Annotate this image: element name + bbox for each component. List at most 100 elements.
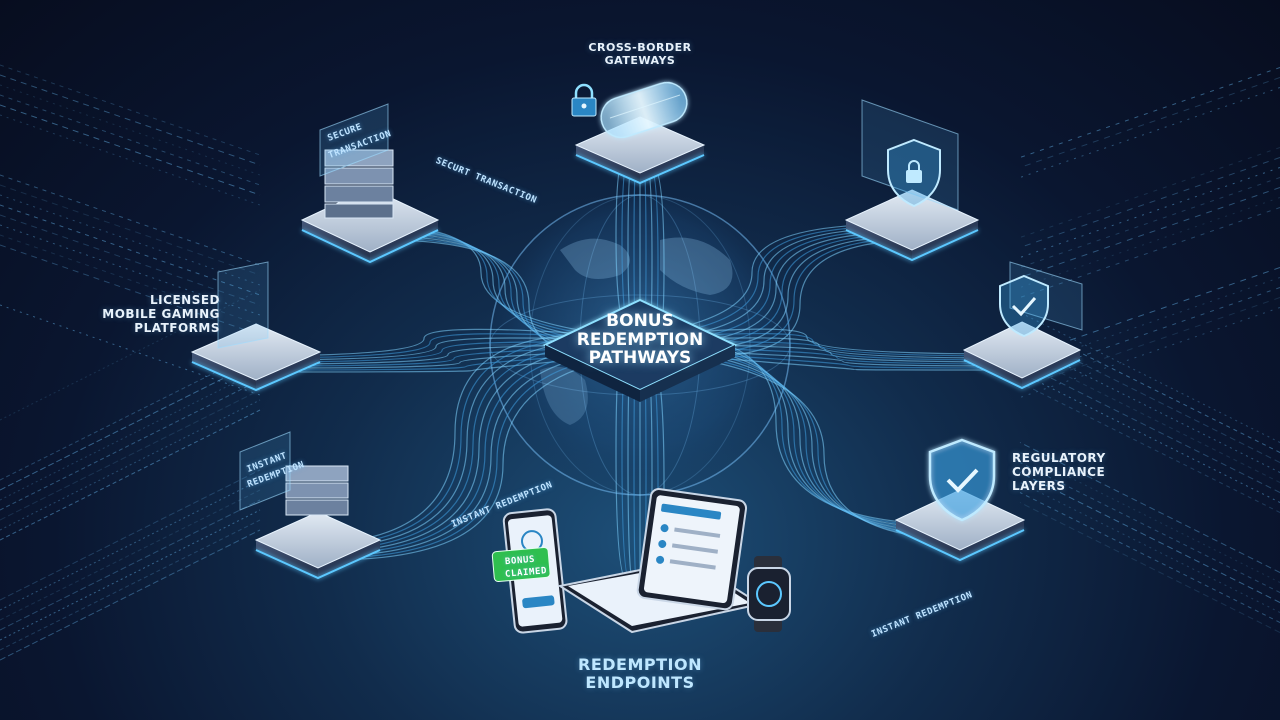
data-streak xyxy=(0,389,261,521)
center-hub-label: BONUS REDEMPTION PATHWAYS xyxy=(555,312,725,368)
data-streak xyxy=(0,359,261,491)
lock-icon xyxy=(571,83,597,117)
data-streak xyxy=(0,369,261,501)
data-streak xyxy=(1019,157,1280,248)
data-streak xyxy=(0,409,261,541)
data-streak xyxy=(0,94,261,186)
cross-border-gateways-label: CROSS-BORDER GATEWAYS xyxy=(555,41,725,67)
data-streak xyxy=(1019,177,1280,268)
licensed-line-2: MOBILE GAMING xyxy=(102,306,220,321)
data-streak xyxy=(0,479,261,611)
data-streak xyxy=(1019,312,1280,443)
smartwatch-icon xyxy=(747,556,791,632)
data-streak xyxy=(1019,372,1280,503)
bonus-claimed-badge xyxy=(491,546,551,583)
glass-panel xyxy=(217,99,1083,511)
data-streak xyxy=(1019,472,1280,603)
connection-line xyxy=(252,341,638,363)
licensed-line-1: LICENSED xyxy=(150,293,220,307)
data-streak xyxy=(1019,297,1280,388)
data-streak xyxy=(1019,197,1280,288)
data-streak xyxy=(0,489,261,621)
data-streak xyxy=(1019,482,1280,613)
data-streak xyxy=(1019,462,1280,593)
data-streak xyxy=(1019,452,1280,583)
connection-line xyxy=(249,337,635,361)
data-streak xyxy=(1019,87,1280,178)
licensed-line-3: PLATFORMS xyxy=(134,320,220,335)
connection-line xyxy=(633,337,1017,359)
connection-line xyxy=(639,344,1023,363)
redemption-endpoints-label: REDEMPTION ENDPOINTS xyxy=(540,655,740,693)
platforms xyxy=(190,116,1082,580)
connection-line xyxy=(255,344,641,365)
server-icon xyxy=(324,149,394,219)
data-streak xyxy=(0,64,261,156)
connection-line xyxy=(627,223,901,338)
isometric-platform xyxy=(962,321,1082,390)
isometric-platform xyxy=(190,323,322,392)
server-icon xyxy=(285,465,349,516)
data-streak xyxy=(0,84,261,176)
data-streak xyxy=(1019,167,1280,258)
gateway-tube-icon xyxy=(600,81,688,139)
connection-line xyxy=(246,333,632,359)
data-streak xyxy=(0,204,261,296)
regulatory-line-2: COMPLIANCE xyxy=(1012,464,1106,479)
data-streak xyxy=(0,509,261,641)
connection-line xyxy=(642,346,1026,365)
connection-line xyxy=(645,348,967,537)
connection-line xyxy=(651,352,1035,371)
shield-icon xyxy=(887,138,941,208)
data-streak xyxy=(1019,307,1280,398)
data-streak xyxy=(0,174,261,266)
data-streak xyxy=(0,184,261,276)
center-line-3: PATHWAYS xyxy=(588,348,692,369)
center-line-2: REDEMPTION xyxy=(576,329,704,350)
data-streak xyxy=(0,244,261,336)
center-line-1: BONUS xyxy=(606,311,674,331)
data-streak xyxy=(1019,382,1280,513)
data-streak xyxy=(1019,442,1280,573)
data-streak xyxy=(1019,187,1280,278)
gateways-line-1: CROSS-BORDER xyxy=(588,41,692,54)
gateways-line-2: GATEWAYS xyxy=(604,53,676,67)
endpoints-line-1: REDEMPTION xyxy=(578,655,702,674)
data-streak xyxy=(1019,342,1280,473)
connection-line xyxy=(308,337,632,547)
data-streak xyxy=(1019,277,1280,368)
connection-line xyxy=(305,334,629,545)
licensed-platforms-label: LICENSED MOBILE GAMING PLATFORMS xyxy=(90,293,220,335)
tablet-icon xyxy=(636,488,748,611)
data-streak xyxy=(0,114,261,206)
connection-line xyxy=(645,348,1029,367)
data-streak xyxy=(0,104,261,196)
data-streak xyxy=(0,499,261,631)
regulatory-line-3: LAYERS xyxy=(1012,478,1066,493)
center-hub-platform xyxy=(542,298,738,402)
regulatory-line-1: REGULATORY xyxy=(1012,451,1106,465)
connection-line xyxy=(636,341,1020,361)
data-streak xyxy=(0,289,261,421)
data-streak xyxy=(0,519,261,651)
connection-line xyxy=(243,328,629,357)
data-streak xyxy=(1019,352,1280,483)
data-streak xyxy=(0,74,261,166)
data-streak xyxy=(0,399,261,531)
connection-line xyxy=(648,350,970,539)
data-streak xyxy=(1019,77,1280,168)
data-streak xyxy=(1019,362,1280,493)
data-streak xyxy=(0,469,261,601)
data-streak xyxy=(1019,492,1280,623)
data-streak xyxy=(0,234,261,326)
shield-check-icon xyxy=(928,438,996,522)
data-streak xyxy=(0,529,261,661)
data-streak xyxy=(1019,67,1280,158)
regulatory-compliance-label: REGULATORY COMPLIANCE LAYERS xyxy=(1012,451,1122,493)
isometric-platform xyxy=(254,511,382,580)
data-streak xyxy=(0,379,261,511)
connection-line xyxy=(651,352,973,541)
data-streak xyxy=(1019,502,1280,633)
endpoints-line-2: ENDPOINTS xyxy=(585,673,695,693)
